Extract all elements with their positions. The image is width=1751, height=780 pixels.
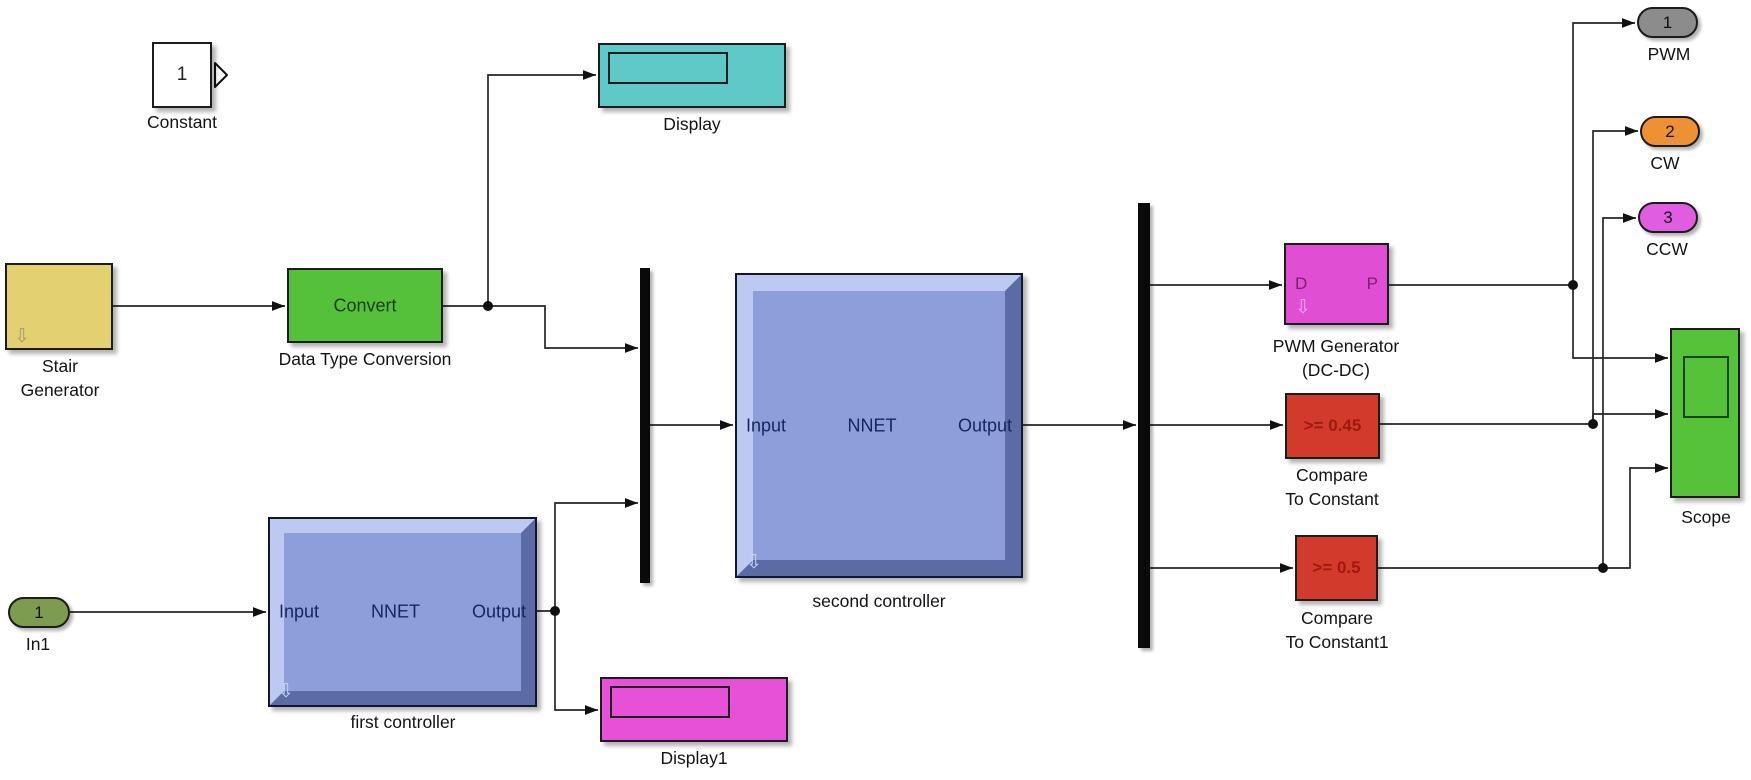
display1-label: Display1 xyxy=(660,748,728,768)
mux-block[interactable] xyxy=(640,268,650,583)
first-controller-input-port: Input xyxy=(279,601,320,622)
second-controller-input-port: Input xyxy=(746,415,787,435)
wire-first-controller-to-mux[interactable] xyxy=(554,498,638,611)
controller-bevel xyxy=(737,275,1021,576)
second-controller-output-port: Output xyxy=(957,415,1012,435)
data-type-conversion-label: Data Type Conversion xyxy=(278,349,452,369)
data-type-conversion-block[interactable]: Convert xyxy=(287,268,443,343)
display1-readout xyxy=(610,686,730,718)
pwm-generator-label-line1: PWM Generator xyxy=(1272,336,1400,356)
stair-generator-block[interactable]: ⇩ xyxy=(5,263,113,350)
second-controller-block[interactable]: Input NNET Output ⇩ xyxy=(735,273,1023,578)
outport-cw[interactable]: 2 xyxy=(1640,116,1700,147)
outport-pwm-number: 1 xyxy=(1662,12,1673,32)
inport-in1-number: 1 xyxy=(34,602,44,622)
outport-cw-label: CW xyxy=(1650,153,1680,173)
pwm-generator-block[interactable]: D P ⇩ xyxy=(1284,243,1389,325)
outport-cw-number: 2 xyxy=(1665,121,1675,141)
display1-block[interactable] xyxy=(600,677,788,742)
display-label: Display xyxy=(663,114,721,134)
compare-to-constant-label-line2: To Constant xyxy=(1285,489,1379,509)
demux-block[interactable] xyxy=(1138,203,1150,648)
stair-generator-label-line2: Generator xyxy=(20,380,100,400)
wire-to-outport-pwm[interactable] xyxy=(1572,18,1635,285)
outport-pwm-label: PWM xyxy=(1647,44,1691,64)
inport-in1[interactable]: 1 xyxy=(8,597,70,628)
inport-in1-label: In1 xyxy=(25,634,51,654)
stair-generator-label-line1: Stair xyxy=(42,356,78,376)
scope-block[interactable] xyxy=(1670,328,1740,498)
pwm-generator-p-port: P xyxy=(1366,274,1378,293)
mask-arrow-icon: ⇩ xyxy=(1295,297,1311,318)
constant-output-port-icon xyxy=(214,62,228,88)
pwm-generator-d-port: D xyxy=(1295,274,1308,293)
wire-pwm-to-scope[interactable] xyxy=(1572,285,1668,363)
wire-convert-to-mux[interactable] xyxy=(443,305,638,353)
mask-arrow-icon: ⇩ xyxy=(14,326,30,347)
outport-pwm[interactable]: 1 xyxy=(1637,7,1698,38)
constant-value: 1 xyxy=(176,64,188,85)
display-block[interactable] xyxy=(598,43,786,108)
first-controller-label: first controller xyxy=(350,712,456,732)
compare-to-constant1-block[interactable]: >= 0.5 xyxy=(1295,535,1378,601)
wire-branch-to-display[interactable] xyxy=(487,70,596,306)
compare-to-constant-expression: >= 0.45 xyxy=(1303,416,1362,435)
convert-text: Convert xyxy=(333,295,397,315)
compare-to-constant-block[interactable]: >= 0.45 xyxy=(1285,393,1380,459)
scope-screen xyxy=(1683,356,1729,418)
controller-bevel xyxy=(270,519,535,705)
pwm-generator-label-line2: (DC-DC) xyxy=(1301,360,1371,380)
compare-to-constant1-expression: >= 0.5 xyxy=(1312,558,1361,577)
wire-compare-to-scope[interactable] xyxy=(1592,409,1668,424)
first-controller-nnet-text: NNET xyxy=(371,601,420,622)
wire-to-outport-cw[interactable] xyxy=(1592,126,1638,424)
scope-label: Scope xyxy=(1681,507,1731,527)
first-controller-output-port: Output xyxy=(471,601,526,622)
display-readout xyxy=(608,52,728,84)
wire-compare1-out[interactable] xyxy=(1378,463,1668,569)
wire-junction-dots xyxy=(483,280,1608,616)
wire-first-controller-to-display1[interactable] xyxy=(554,611,598,715)
outport-ccw[interactable]: 3 xyxy=(1638,202,1698,233)
compare-to-constant-label-line1: Compare xyxy=(1296,465,1368,485)
second-controller-nnet-text: NNET xyxy=(847,415,897,435)
outport-ccw-number: 3 xyxy=(1663,207,1673,227)
compare-to-constant1-label-line1: Compare xyxy=(1301,608,1373,628)
constant-label: Constant xyxy=(146,112,218,132)
wire-to-outport-ccw[interactable] xyxy=(1602,213,1636,568)
outport-ccw-label: CCW xyxy=(1646,239,1688,259)
second-controller-label: second controller xyxy=(812,591,946,611)
compare-to-constant1-label-line2: To Constant1 xyxy=(1285,632,1389,652)
constant-block[interactable]: 1 xyxy=(152,42,212,108)
first-controller-block[interactable]: Input NNET Output ⇩ xyxy=(268,517,537,707)
